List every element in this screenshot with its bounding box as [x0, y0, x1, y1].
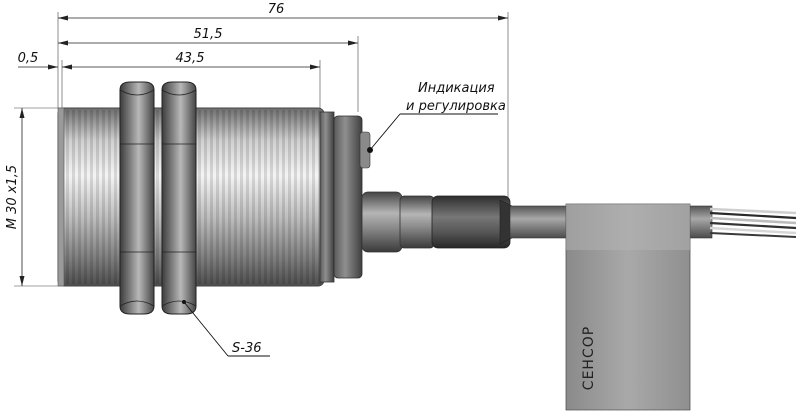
- note-indication-line2: и регулировка: [406, 99, 506, 114]
- wire-ends: [709, 207, 797, 238]
- dim-offset: 0,5: [18, 51, 39, 66]
- dimension-lines: [14, 12, 509, 287]
- rear-neck: [361, 191, 403, 253]
- leader-wrench-size: [182, 300, 270, 357]
- dim-thread-length: 43,5: [176, 51, 205, 66]
- dim-overall-length: 76: [268, 2, 285, 17]
- cable-gland: [431, 195, 511, 249]
- note-indication-line1: Индикация: [418, 81, 495, 96]
- note-wrench-size: S-36: [232, 341, 262, 356]
- brand-label: СЕНСОР: [581, 326, 597, 390]
- lock-nut-left: [119, 81, 155, 315]
- label-tag: [565, 203, 691, 411]
- dim-thread-spec: M 30 x1,5: [5, 165, 20, 229]
- dim-body-length: 51,5: [194, 27, 223, 42]
- rear-collar: [319, 111, 335, 283]
- leader-indication: [368, 113, 498, 152]
- rear-cap: [333, 115, 363, 279]
- lock-nut-right: [161, 81, 197, 315]
